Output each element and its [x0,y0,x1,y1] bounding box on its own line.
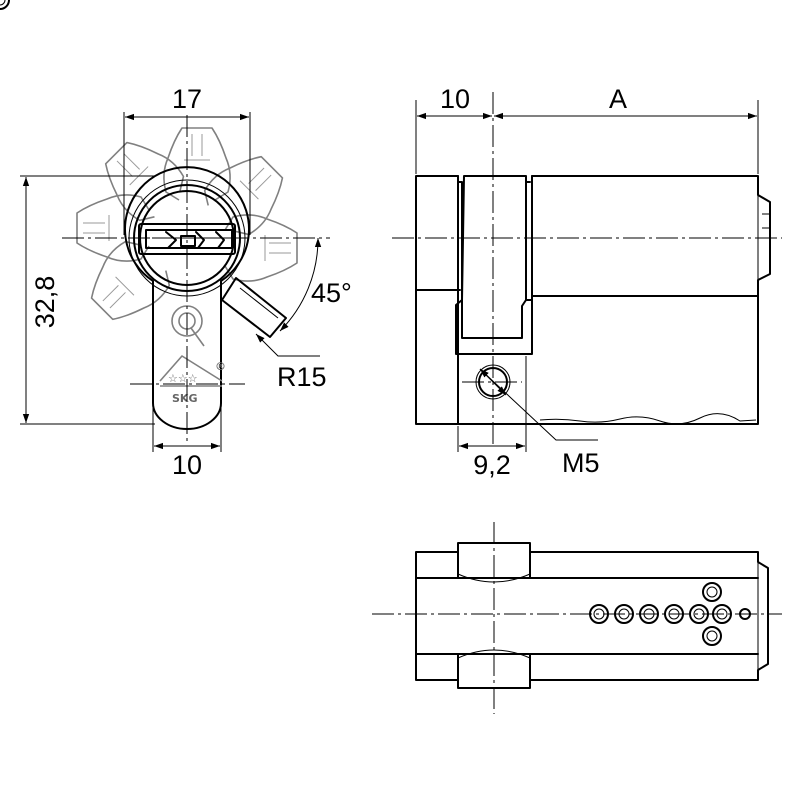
dimension-width-10: 10 [152,408,222,480]
skg-logo: ☆☆☆ ® SKG [159,355,226,405]
dim-length-label: A [609,84,627,114]
bottom-outline [415,542,769,689]
front-view: ☆☆☆ ® SKG 17 32,8 10 45° [20,84,352,480]
dim-width-top-label: 17 [172,84,202,114]
dim-radius-label: R15 [277,362,327,392]
dimension-angle-45: 45° [279,237,352,332]
dimension-length-a: A [494,84,757,120]
dimension-hole-offset-9-2: 9,2 [457,356,527,480]
dimension-width-17: 17 [123,84,251,235]
side-view: 10 A 9,2 M5 [392,84,782,480]
cylinder-profile [124,166,250,430]
skg-brand: SKG [172,392,197,405]
skg-registered-mark: ® [215,360,226,373]
pin-holes [0,0,751,646]
side-outline [415,175,459,425]
dimension-radius-r15: R15 [255,333,327,392]
quality-mark-logo [171,305,205,347]
dim-angle-label: 45° [311,278,352,308]
dimension-height-32-8: 32,8 [20,175,155,425]
skg-stars: ☆☆☆ [168,372,198,385]
cam [221,277,287,338]
dim-offset-label: 10 [440,84,470,114]
dim-hole-offset-label: 9,2 [473,450,511,480]
dim-thread-label: M5 [562,448,600,478]
dimension-offset-10: 10 [415,84,759,174]
dim-width-bottom-label: 10 [172,450,202,480]
bottom-view [0,0,782,714]
cam-rotation-ghosts [76,127,298,333]
dim-height-label: 32,8 [30,276,60,329]
dimension-thread-m5: M5 [479,368,600,478]
